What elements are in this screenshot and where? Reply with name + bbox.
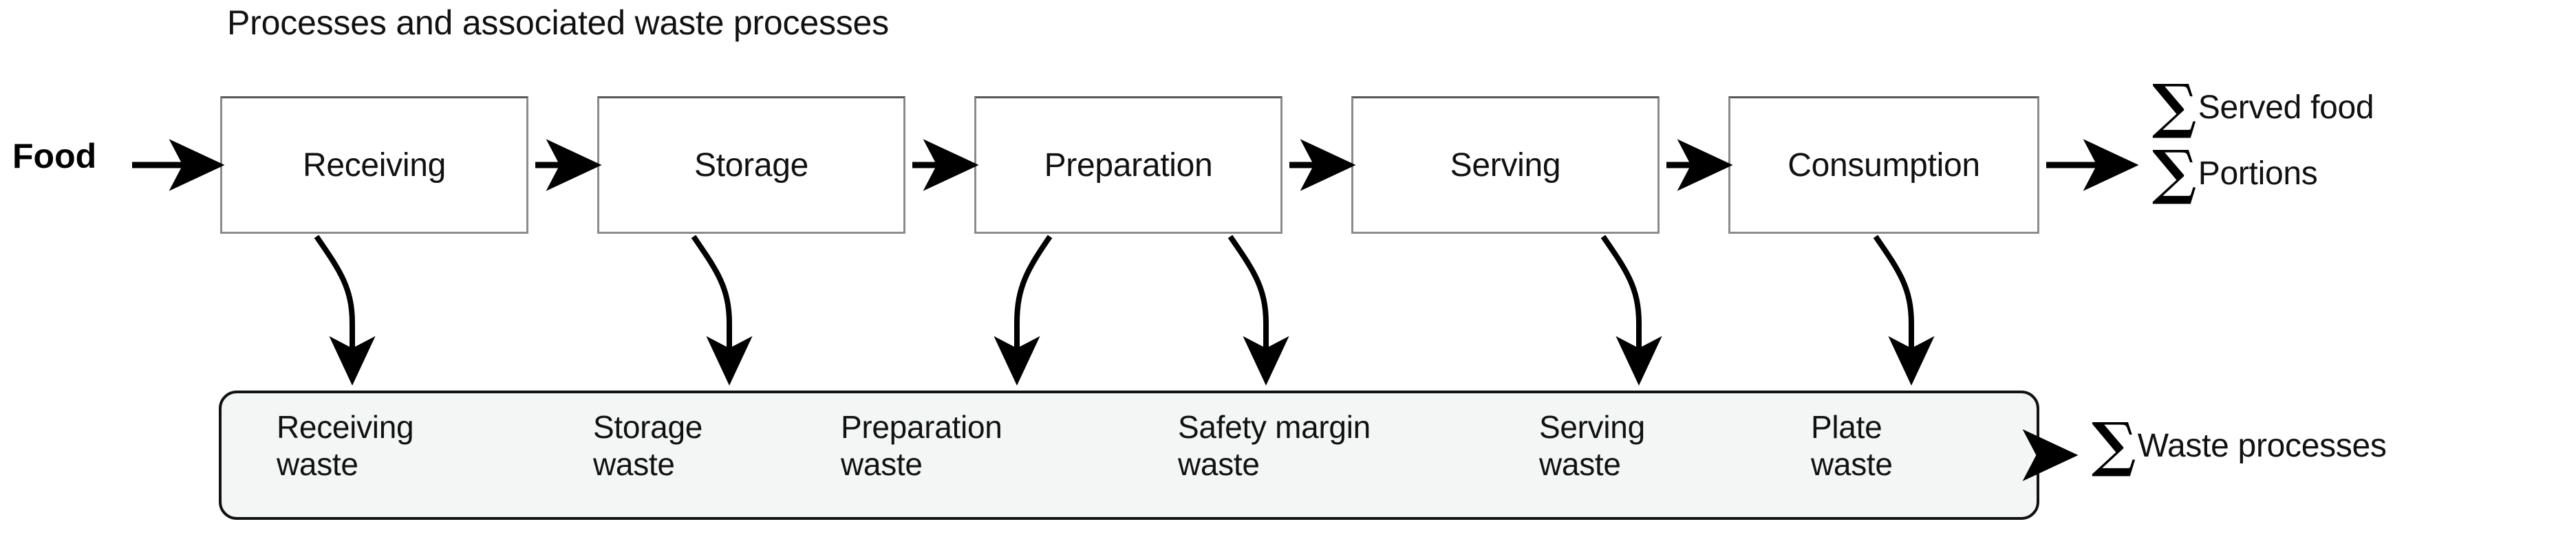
arrow-consumption-to-plate-waste xyxy=(1873,234,1935,386)
output-waste-processes: ∑ Waste processes xyxy=(2092,410,2387,479)
sigma-icon: ∑ xyxy=(2092,410,2136,479)
process-box-label: Storage xyxy=(694,146,809,184)
arrow-preparation-to-safety-margin-waste xyxy=(1227,234,1289,386)
arrow-receiving-to-receiving-waste xyxy=(314,234,376,386)
waste-item-safety-margin-waste: Safety margin waste xyxy=(1178,409,1371,483)
waste-processes-bar[interactable]: Receiving waste Storage waste Preparatio… xyxy=(219,391,2039,520)
waste-item-receiving-waste: Receiving waste xyxy=(277,409,414,483)
process-box-preparation[interactable]: Preparation xyxy=(974,96,1282,234)
waste-item-serving-waste: Serving waste xyxy=(1539,409,1645,483)
sigma-icon: ∑ xyxy=(2152,72,2197,141)
process-box-receiving[interactable]: Receiving xyxy=(220,96,528,234)
page-title: Processes and associated waste processes xyxy=(227,3,889,42)
input-label-food: Food xyxy=(12,137,97,175)
output-label: Waste processes xyxy=(2137,428,2387,465)
process-box-label: Preparation xyxy=(1044,146,1213,184)
waste-item-preparation-waste: Preparation waste xyxy=(841,409,1002,483)
waste-item-plate-waste: Plate waste xyxy=(1811,409,1893,483)
output-portions: ∑ Portions xyxy=(2152,138,2318,207)
process-box-storage[interactable]: Storage xyxy=(597,96,905,234)
process-box-label: Consumption xyxy=(1788,146,1980,184)
arrow-preparation-to-preparation-waste xyxy=(994,234,1053,386)
sigma-icon: ∑ xyxy=(2152,138,2197,207)
process-box-label: Serving xyxy=(1450,146,1561,184)
process-box-serving[interactable]: Serving xyxy=(1351,96,1660,234)
output-label: Portions xyxy=(2198,155,2318,193)
process-box-consumption[interactable]: Consumption xyxy=(1728,96,2039,234)
output-label: Served food xyxy=(2198,89,2374,127)
output-served-food: ∑ Served food xyxy=(2152,72,2374,141)
arrow-serving-to-serving-waste xyxy=(1600,234,1662,386)
process-box-label: Receiving xyxy=(302,146,447,184)
arrow-storage-to-storage-waste xyxy=(691,234,753,386)
waste-item-storage-waste: Storage waste xyxy=(593,409,703,483)
